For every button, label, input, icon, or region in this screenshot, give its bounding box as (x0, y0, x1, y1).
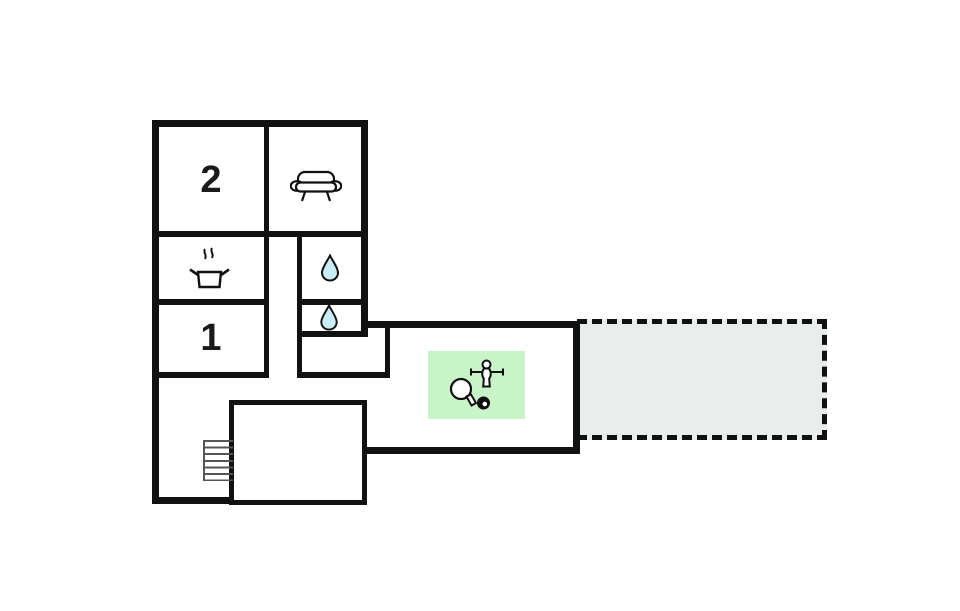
wall-segment (297, 372, 390, 378)
wall-segment (152, 497, 239, 504)
wall-segment (361, 447, 580, 454)
wall-segment (361, 321, 580, 328)
foosball-player-icon (469, 359, 504, 388)
wall-segment (152, 299, 269, 305)
lower-inner-room (229, 400, 367, 505)
wall-segment (385, 326, 390, 378)
wall-segment (152, 120, 368, 127)
room-label-bedroom-2: 2 (200, 159, 222, 201)
wall-segment (264, 126, 269, 378)
wall-segment (573, 321, 580, 454)
terrace-area (577, 319, 827, 440)
water-drop-icon (318, 304, 340, 331)
stairs-icon (203, 440, 233, 481)
wall-segment (361, 120, 368, 337)
billiard-ball-icon (476, 396, 490, 410)
wall-segment (297, 299, 368, 305)
game-area (428, 351, 525, 419)
sofa-icon (290, 169, 342, 205)
wall-segment (297, 331, 368, 337)
wall-segment (152, 120, 159, 504)
cooking-pot-icon (187, 245, 232, 293)
wall-segment (297, 236, 302, 378)
table-tennis-paddle-icon (449, 377, 477, 407)
wall-segment (152, 231, 368, 237)
games-icons (449, 359, 504, 410)
room-label-bedroom-1: 1 (200, 317, 222, 359)
wall-segment (152, 372, 269, 378)
water-drop-icon (319, 254, 341, 282)
